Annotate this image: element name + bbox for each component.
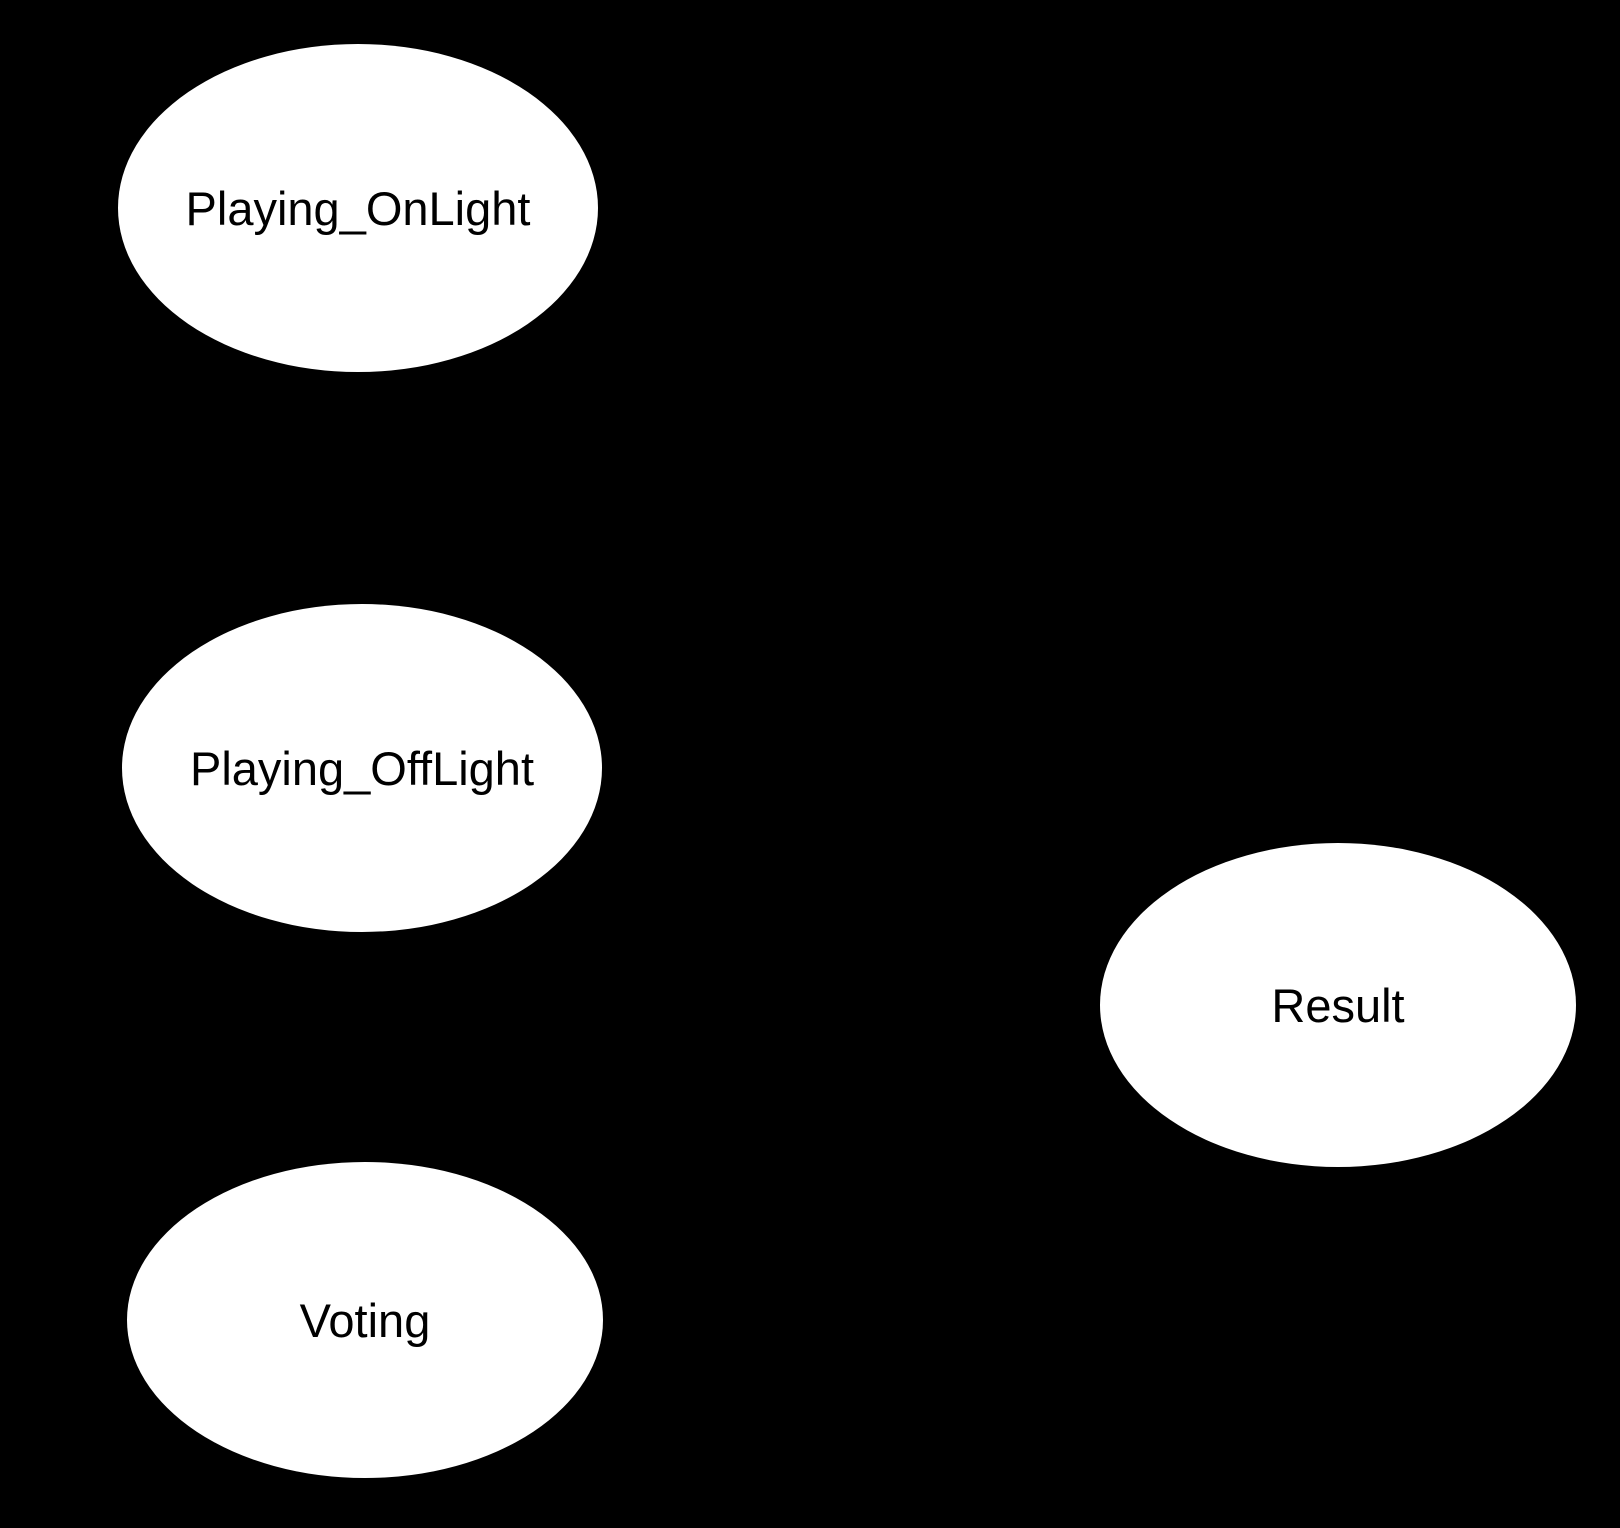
node-playing-offlight-label: Playing_OffLight [189,741,535,795]
node-playing-onlight-label: Playing_OnLight [185,181,531,235]
node-voting: Voting [127,1162,603,1478]
node-playing-onlight: Playing_OnLight [118,44,598,372]
node-voting-label: Voting [299,1293,431,1347]
node-result-label: Result [1271,978,1405,1032]
node-result: Result [1100,843,1576,1167]
node-playing-offlight: Playing_OffLight [122,604,602,932]
